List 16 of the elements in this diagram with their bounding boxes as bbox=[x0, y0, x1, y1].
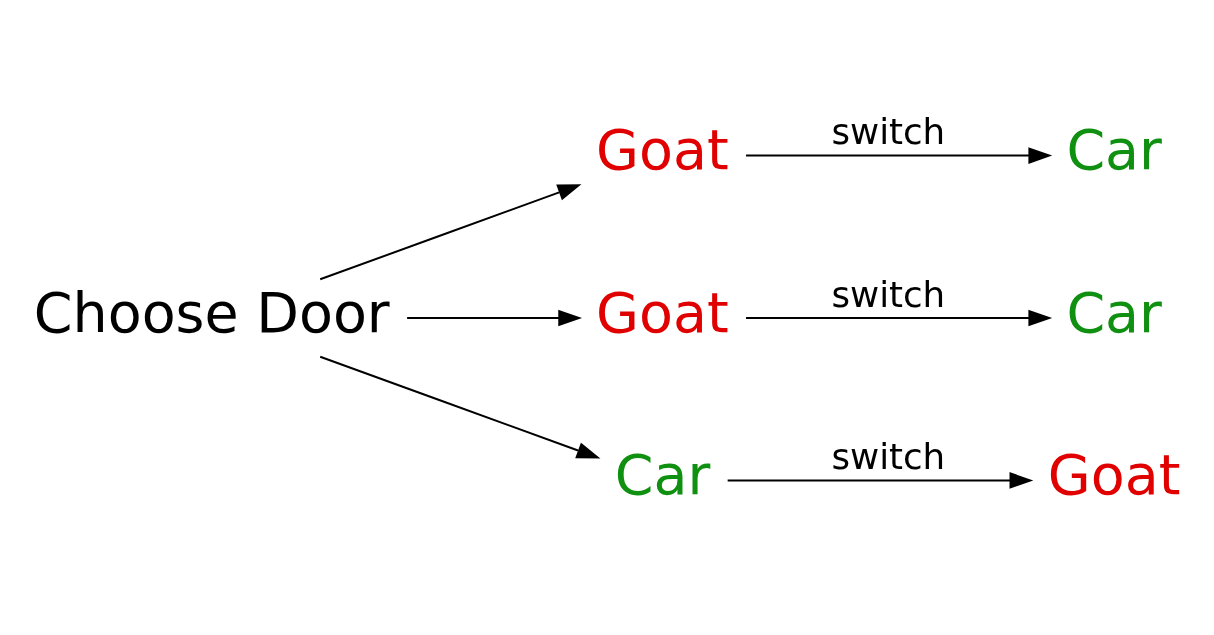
edge-label: switch bbox=[831, 273, 946, 315]
arrow bbox=[319, 184, 582, 281]
node-text: Goat bbox=[596, 118, 729, 183]
node-text: Goat bbox=[1047, 443, 1181, 508]
node-text: Car bbox=[1066, 280, 1162, 345]
node-text: Car bbox=[1066, 118, 1162, 183]
arrow bbox=[319, 355, 601, 459]
node-text: Choose Door bbox=[33, 280, 390, 345]
edge-label: switch bbox=[831, 436, 946, 478]
arrow bbox=[726, 472, 1034, 489]
edge-label: switch bbox=[831, 111, 946, 153]
arrow bbox=[745, 147, 1053, 164]
arrow bbox=[745, 309, 1053, 327]
node-text: Car bbox=[614, 443, 711, 508]
arrow bbox=[406, 309, 583, 327]
node-text: Goat bbox=[596, 280, 729, 345]
